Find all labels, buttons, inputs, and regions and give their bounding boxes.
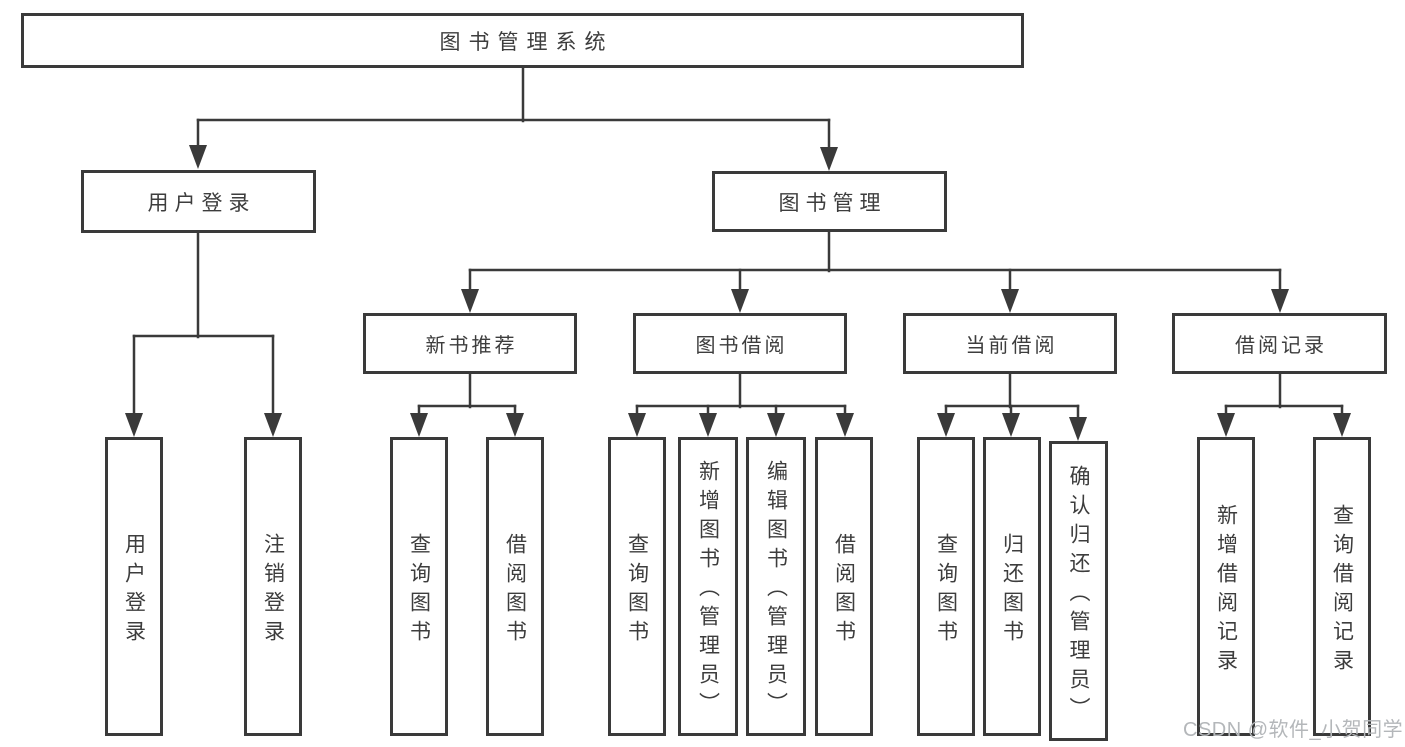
connector-borrow-to-leaves [628,372,854,437]
node-book-borrow-label: 图书借阅 [695,335,788,357]
leaf-add-borrow-record-label: 新增借阅记录 [1214,503,1238,678]
node-user-login-branch-label: 用户登录 [147,191,256,215]
node-book-management-branch: 图书管理 [712,171,947,232]
connector-login-to-leaves [125,231,282,437]
leaf-return-books-label: 归还图书 [1000,532,1024,649]
leaf-add-books-admin: 新增图书（管理员） [678,437,738,736]
leaf-edit-books-admin-label: 编辑图书（管理员） [764,460,788,721]
node-book-management-branch-label: 图书管理 [778,191,887,215]
leaf-user-login-label: 用户登录 [122,532,146,649]
node-root: 图书管理系统 [21,13,1024,68]
leaf-query-books-recommend-label: 查询图书 [407,532,431,649]
node-root-label: 图书管理系统 [439,30,614,54]
leaf-query-books-current-label: 查询图书 [934,532,958,649]
connector-recommend-to-leaves [410,372,524,437]
leaf-return-books: 归还图书 [983,437,1041,736]
node-current-borrow-label: 当前借阅 [965,335,1058,357]
leaf-query-borrow-record: 查询借阅记录 [1313,437,1371,736]
leaf-confirm-return-admin-label: 确认归还（管理员） [1067,464,1090,726]
connector-current-to-leaves [937,372,1087,441]
connector-book-management-to-level2 [461,230,1289,313]
leaf-add-books-admin-label: 新增图书（管理员） [696,460,720,721]
leaf-edit-books-admin: 编辑图书（管理员） [746,437,806,736]
node-book-borrow: 图书借阅 [633,313,847,374]
leaf-borrow-books-borrow: 借阅图书 [815,437,873,736]
leaf-query-books-borrow-label: 查询图书 [625,532,649,649]
leaf-logout: 注销登录 [244,437,302,736]
leaf-borrow-books-recommend: 借阅图书 [486,437,544,736]
node-current-borrow: 当前借阅 [903,313,1117,374]
connector-root-to-level1 [189,66,838,171]
leaf-borrow-books-recommend-label: 借阅图书 [503,532,527,649]
node-new-book-recommend-label: 新书推荐 [425,335,518,357]
node-borrow-records: 借阅记录 [1172,313,1387,374]
leaf-user-login: 用户登录 [105,437,163,736]
leaf-confirm-return-admin: 确认归还（管理员） [1049,441,1108,741]
leaf-query-borrow-record-label: 查询借阅记录 [1330,503,1354,678]
node-new-book-recommend: 新书推荐 [363,313,577,374]
watermark: CSDN @软件_小贺同学 [1183,719,1404,741]
node-user-login-branch: 用户登录 [81,170,316,233]
leaf-query-books-borrow: 查询图书 [608,437,666,736]
leaf-add-borrow-record: 新增借阅记录 [1197,437,1255,736]
leaf-query-books-current: 查询图书 [917,437,975,736]
node-borrow-records-label: 借阅记录 [1235,335,1327,357]
leaf-borrow-books-borrow-label: 借阅图书 [832,532,856,649]
leaf-query-books-recommend: 查询图书 [390,437,448,736]
connector-records-to-leaves [1217,372,1351,437]
leaf-logout-label: 注销登录 [261,532,285,649]
